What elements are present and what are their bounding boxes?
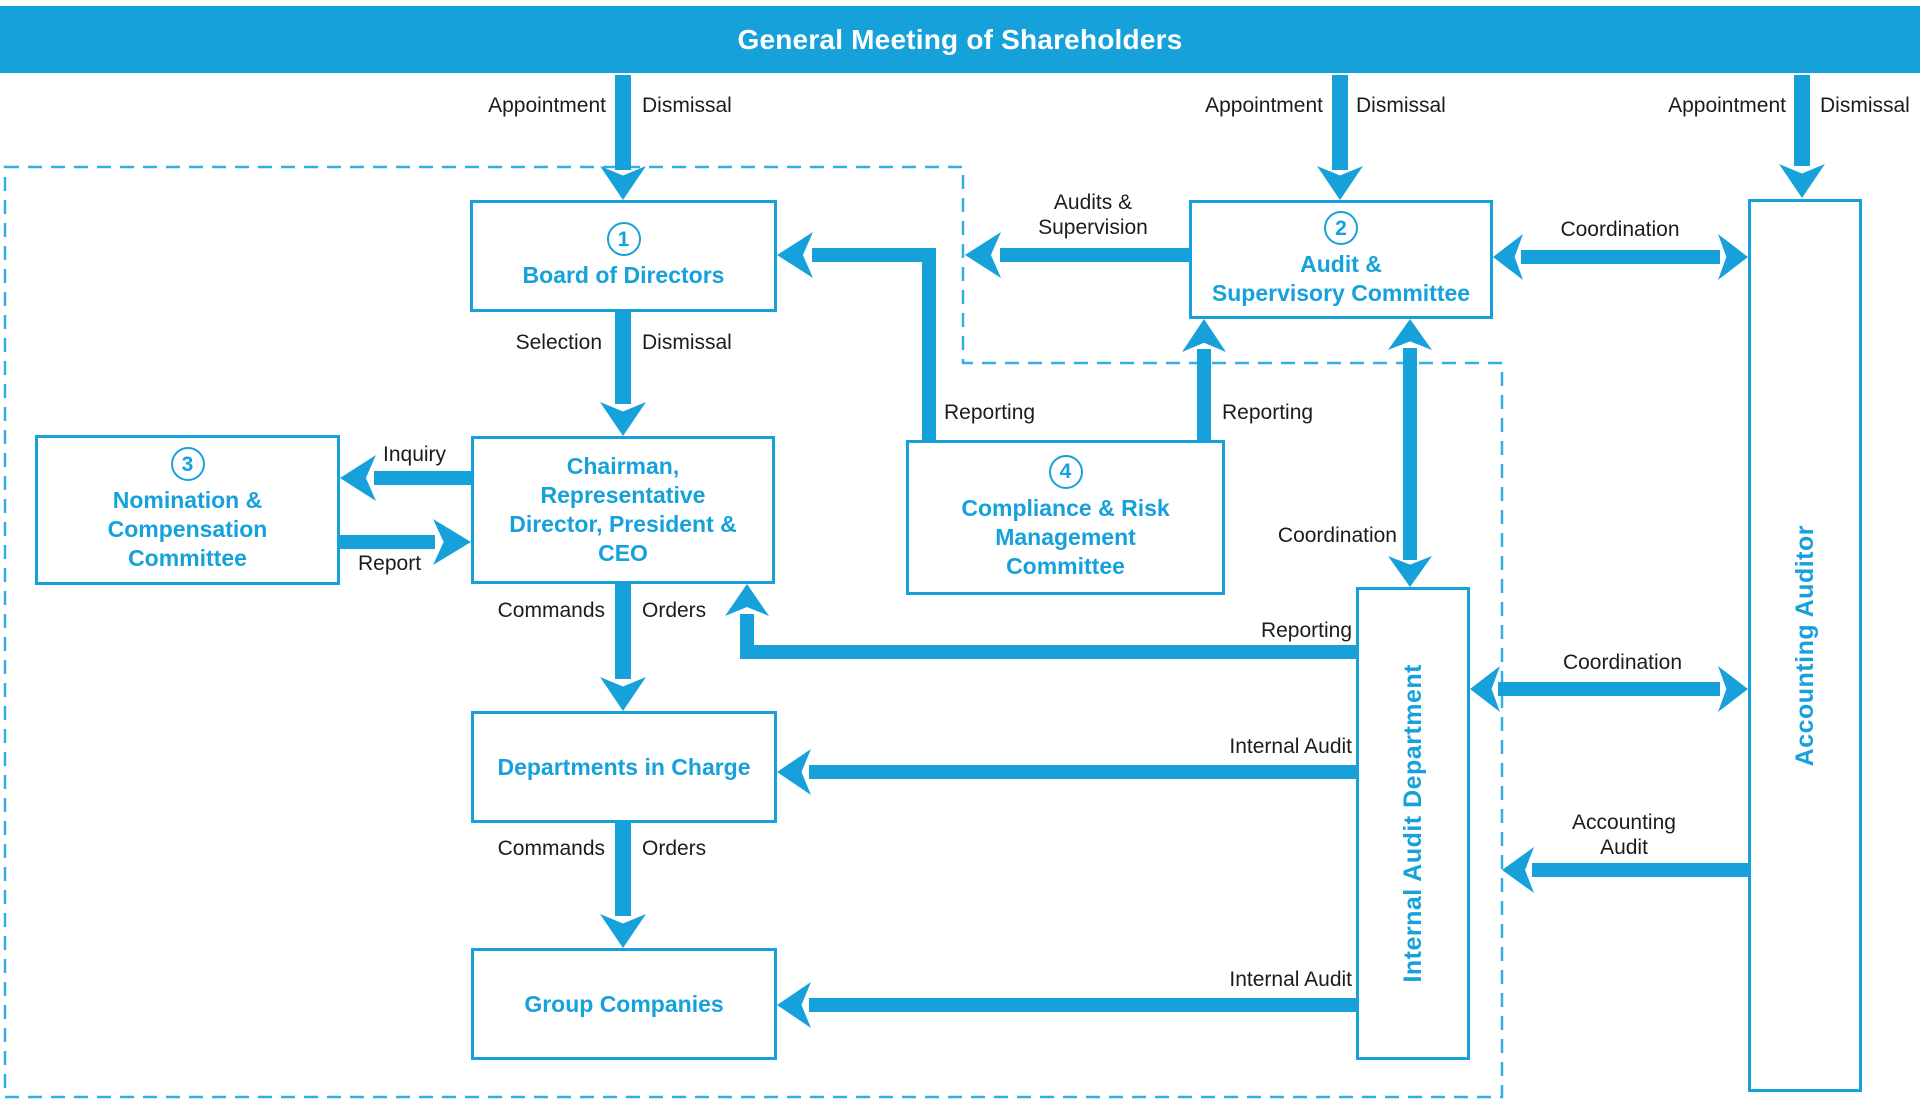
box-audit-supervisory-committee: 2 Audit & Supervisory Committee: [1189, 200, 1493, 319]
arrow-audits-supervision-head: [965, 232, 1001, 278]
edge-label-reporting-ceo: Reporting: [1260, 619, 1352, 642]
arrow-compliance-committee-head: [1182, 319, 1226, 352]
internal-audit-department-label: Internal Audit Department: [1398, 664, 1427, 983]
arrow-shareholders-board-head: [600, 166, 646, 200]
edge-label-commands-departments: Commands: [497, 599, 605, 622]
arrow-iad-ceo-head: [725, 584, 769, 616]
edge-label-appointment-committee: Appointment: [1205, 94, 1323, 117]
arrow-committee-iad-head-up: [1388, 319, 1432, 350]
arrow-board-ceo-shaft: [615, 312, 631, 404]
circled-number-1: 1: [606, 222, 641, 256]
arrow-compliance-board-vertical: [922, 248, 936, 441]
edge-label-coordination-iad-auditor: Coordination: [1562, 651, 1683, 674]
compliance-risk-committee-label: Compliance & Risk Management Committee: [961, 494, 1170, 579]
edge-label-internal-audit-group: Internal Audit: [1229, 968, 1352, 991]
arrow-inquiry-head: [340, 455, 376, 501]
arrow-shareholders-auditor-head: [1779, 164, 1825, 198]
arrow-committee-auditor-shaft: [1521, 250, 1720, 264]
edge-label-audits-supervision: Audits & Supervision: [1038, 191, 1148, 239]
circled-number-3: 3: [170, 447, 205, 481]
arrow-iad-group-shaft: [809, 998, 1356, 1012]
arrow-shareholders-committee-head: [1317, 166, 1363, 200]
box-chairman-ceo: Chairman, Representative Director, Presi…: [471, 436, 775, 584]
edge-label-dismissal-committee: Dismissal: [1356, 94, 1446, 117]
edge-label-appointment-board: Appointment: [488, 94, 606, 117]
box-group-companies: Group Companies: [471, 948, 777, 1060]
arrow-auditor-accounting-audit-shaft: [1532, 863, 1748, 877]
box-departments-in-charge: Departments in Charge: [471, 711, 777, 823]
arrow-audits-supervision-shaft: [1000, 248, 1189, 262]
edge-label-orders-departments: Orders: [642, 599, 707, 622]
arrow-inquiry-shaft: [374, 471, 471, 485]
edge-label-inquiry: Inquiry: [383, 443, 447, 466]
arrow-compliance-board-horizontal: [812, 248, 936, 262]
circled-number-2: 2: [1324, 211, 1358, 245]
arrow-iad-departments-shaft: [809, 765, 1356, 779]
arrow-compliance-board-head: [777, 232, 813, 278]
edge-label-internal-audit-departments: Internal Audit: [1229, 735, 1352, 758]
edge-label-orders-group: Orders: [642, 837, 707, 860]
arrow-iad-ceo-horizontal: [740, 645, 1356, 659]
chairman-ceo-label: Chairman, Representative Director, Presi…: [509, 453, 737, 566]
box-nomination-compensation-committee: 3 Nomination & Compensation Committee: [35, 435, 340, 585]
arrow-shareholders-auditor-shaft: [1794, 75, 1810, 166]
arrow-iad-group-head: [777, 982, 811, 1028]
edge-label-report: Report: [358, 552, 422, 575]
arrow-ceo-departments-head: [600, 677, 646, 711]
edge-label-commands-group: Commands: [497, 837, 605, 860]
arrow-iad-auditor-head-left: [1470, 666, 1500, 712]
edge-label-reporting-committee: Reporting: [1222, 401, 1314, 424]
arrow-departments-group-shaft: [615, 823, 631, 916]
edge-label-accounting-audit: Accounting Audit: [1572, 811, 1676, 859]
edge-label-appointment-auditor: Appointment: [1668, 94, 1786, 117]
edge-label-reporting-board: Reporting: [944, 401, 1036, 424]
accounting-auditor-label: Accounting Auditor: [1790, 524, 1819, 767]
edge-label-dismissal-ceo: Dismissal: [642, 331, 732, 354]
arrow-shareholders-board-shaft: [615, 75, 631, 170]
arrow-committee-iad-head-down: [1388, 556, 1432, 587]
departments-in-charge-label: Departments in Charge: [497, 753, 751, 780]
board-of-directors-label: Board of Directors: [522, 262, 725, 288]
general-meeting-banner: General Meeting of Shareholders: [0, 6, 1920, 73]
banner-title: General Meeting of Shareholders: [737, 23, 1183, 55]
group-companies-label: Group Companies: [524, 990, 724, 1017]
arrow-compliance-committee-shaft: [1197, 349, 1211, 441]
edge-label-dismissal-board: Dismissal: [642, 94, 732, 117]
edge-label-coordination-committee-auditor: Coordination: [1560, 218, 1680, 241]
box-accounting-auditor: Accounting Auditor: [1748, 199, 1862, 1092]
circled-number-4: 4: [1048, 454, 1083, 489]
edge-label-selection: Selection: [515, 331, 602, 354]
edge-label-coordination-committee-iad: Coordination: [1277, 524, 1397, 547]
arrow-report-shaft: [340, 535, 435, 549]
arrow-shareholders-committee-shaft: [1332, 75, 1348, 170]
arrow-iad-ceo-vertical: [740, 614, 754, 659]
arrow-committee-iad-shaft: [1403, 348, 1417, 560]
arrow-departments-group-head: [600, 914, 646, 948]
arrow-board-ceo-head: [600, 402, 646, 436]
arrow-ceo-departments-shaft: [615, 584, 631, 679]
edge-label-dismissal-auditor: Dismissal: [1820, 94, 1910, 117]
arrow-report-head: [433, 519, 471, 565]
arrow-iad-departments-head: [777, 749, 811, 795]
nomination-compensation-committee-label: Nomination & Compensation Committee: [107, 487, 268, 571]
box-compliance-risk-committee: 4 Compliance & Risk Management Committee: [906, 440, 1225, 595]
box-board-of-directors: 1 Board of Directors: [470, 200, 777, 312]
audit-supervisory-committee-label: Audit & Supervisory Committee: [1211, 251, 1471, 306]
box-internal-audit-department: Internal Audit Department: [1356, 587, 1470, 1060]
arrow-iad-auditor-shaft: [1498, 682, 1720, 696]
